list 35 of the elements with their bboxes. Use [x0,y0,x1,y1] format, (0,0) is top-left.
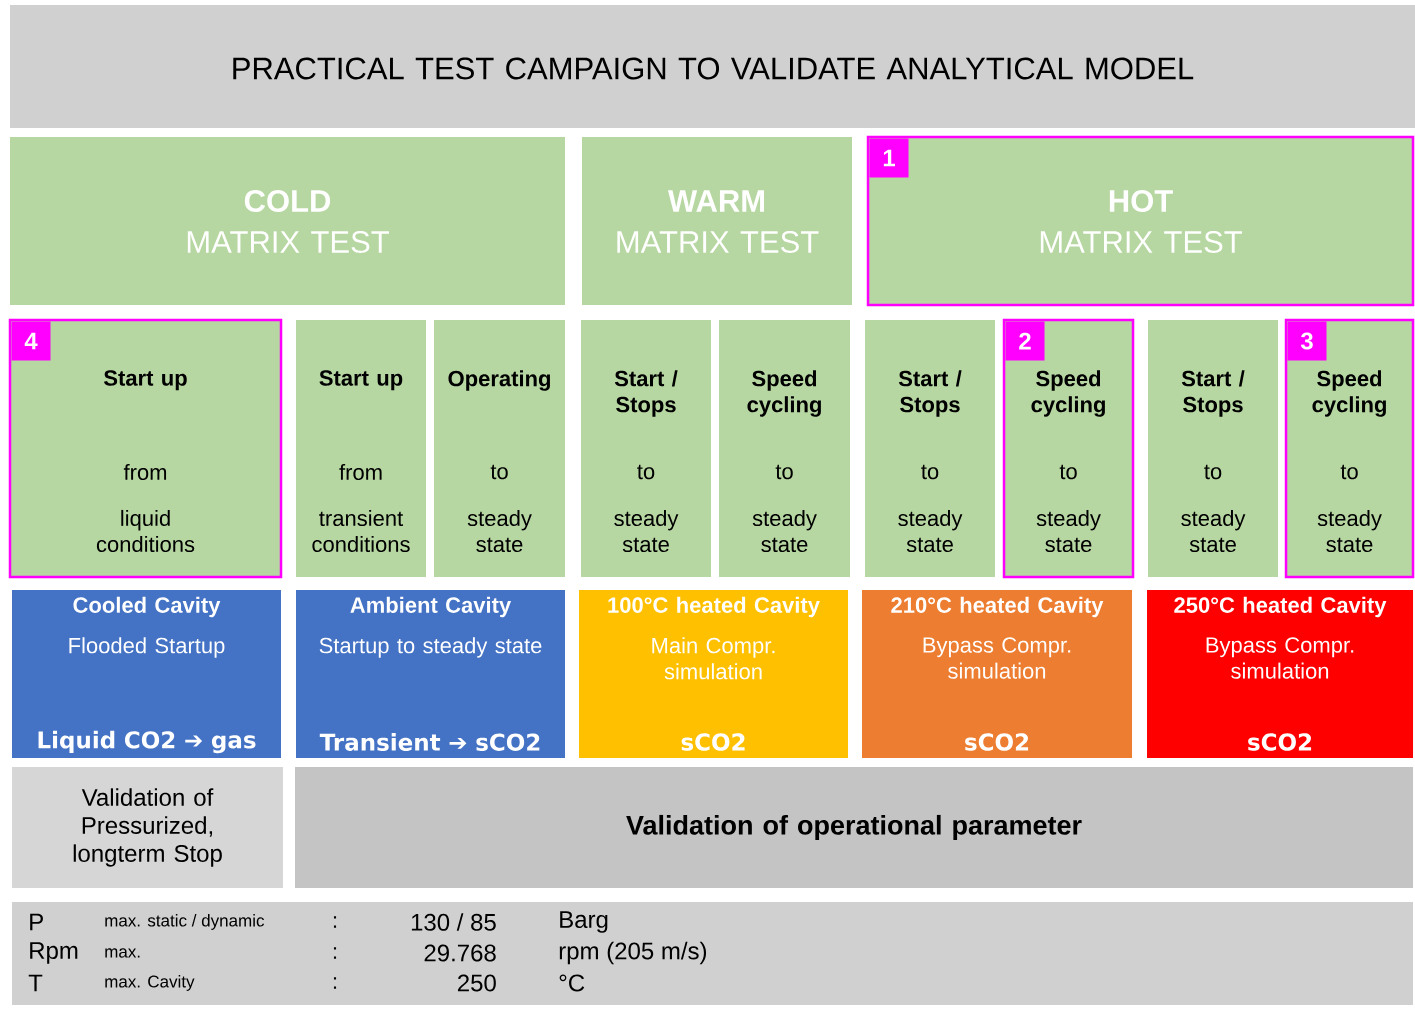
table-cell: 250 [457,974,496,992]
table-cell: : [333,947,337,959]
title-band: PRACTICAL TEST CAMPAIGN TO VALIDATE ANALYTICAL MODEL [10,5,1415,128]
cavity-box: 250°C heated Cavity Bypass Compr. simulation sCO2 [1147,590,1413,758]
cavity-box: Cooled Cavity Flooded Startup Liquid CO2 ➔ gas [12,590,281,758]
test-step-box: Start / Stops to steady state [865,320,995,577]
table-cell: Rpm [30,942,78,964]
cavity-box: Ambient Cavity Startup to steady state Transient ➔ sCO2 [296,590,565,758]
matrix-test-box: COLD MATRIX TEST [10,137,565,305]
table-cell: P [30,913,43,931]
cavity-box: 210°C heated Cavity Bypass Compr. simulation sCO2 [862,590,1132,758]
test-step-box: Start up from transient conditions [296,320,426,577]
table-cell: T [28,974,43,992]
table-cell: max. [105,948,140,958]
cavity-box: 100°C heated Cavity Main Compr. simulation sCO2 [579,590,848,758]
table-cell: rpm (205 m/s) [559,941,707,965]
number-badge: 1 [869,138,909,178]
number-badge: 2 [1005,321,1045,361]
table-cell: : [333,916,337,928]
validation-box: Validation of operational parameter [295,767,1413,888]
validation-box: Validation of Pressurized, longterm Stop [12,767,283,888]
table-cell: max. Cavity [105,975,195,991]
number-badge: 4 [11,321,51,361]
table-cell: Barg [560,911,608,933]
number-badge: 3 [1287,321,1327,361]
test-step-box: Start / Stops to steady state [581,320,711,577]
table-cell: : [333,977,337,989]
test-step-box: Operating to steady state [434,320,565,577]
table-cell: °C [559,974,585,992]
matrix-test-box: WARM MATRIX TEST [582,137,852,305]
table-cell: 29.768 [424,944,496,962]
table-cell: max. static / dynamic [105,914,264,930]
test-step-box: Speed cycling to steady state [719,320,850,577]
table-cell: 130 / 85 [411,913,496,931]
test-step-box: Start / Stops to steady state [1148,320,1278,577]
